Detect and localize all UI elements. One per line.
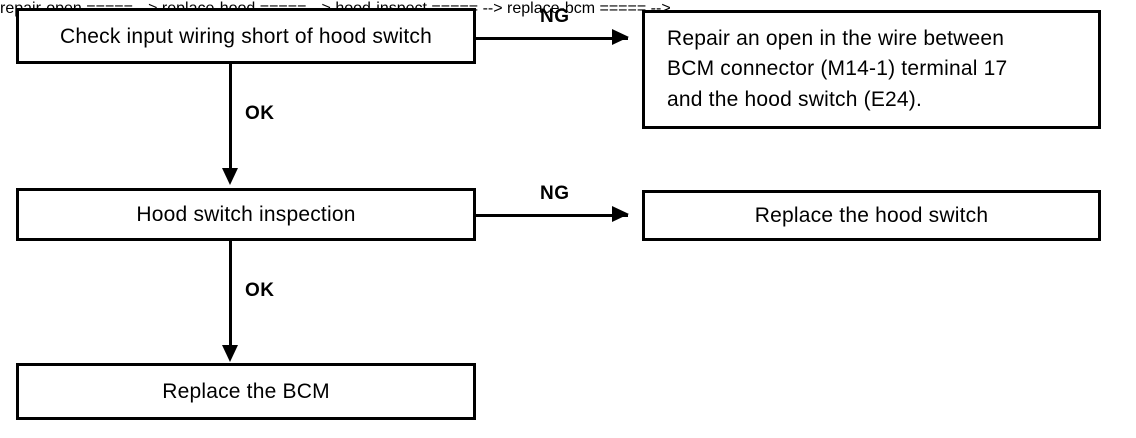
arrow-right-icon	[612, 206, 629, 222]
edge-label-ng-row1: NG	[540, 6, 570, 27]
connector-line-hood-inspect-to-replace-bcm	[229, 241, 232, 351]
flow-node-label: Repair an open in the wire between BCM c…	[667, 26, 1008, 111]
flow-node-label: Replace the BCM	[162, 380, 330, 403]
connector-line-hood-inspect-to-replace-hood	[476, 214, 628, 217]
edge-label-ok-row1: OK	[245, 103, 275, 124]
arrow-down-icon	[222, 168, 238, 185]
flow-node-replace-hood-switch[interactable]: Replace the hood switch	[642, 190, 1101, 241]
flow-node-replace-bcm[interactable]: Replace the BCM	[16, 363, 476, 420]
arrow-right-icon	[612, 29, 629, 45]
flow-node-hood-switch-inspection[interactable]: Hood switch inspection	[16, 188, 476, 241]
edge-label-ng-row2: NG	[540, 183, 570, 204]
flow-node-label: Check input wiring short of hood switch	[60, 24, 432, 48]
arrow-down-icon	[222, 345, 238, 362]
flow-node-label: Replace the hood switch	[754, 204, 989, 227]
flow-node-repair-open-wire[interactable]: Repair an open in the wire between BCM c…	[642, 10, 1101, 129]
connector-line-check-input-to-hood-inspect	[229, 64, 232, 174]
flow-node-label: Hood switch inspection	[136, 203, 356, 226]
flow-node-check-input-wiring[interactable]: Check input wiring short of hood switch	[16, 8, 476, 64]
connector-line-check-input-to-repair-open	[476, 37, 628, 40]
edge-label-ok-row2: OK	[245, 280, 275, 301]
